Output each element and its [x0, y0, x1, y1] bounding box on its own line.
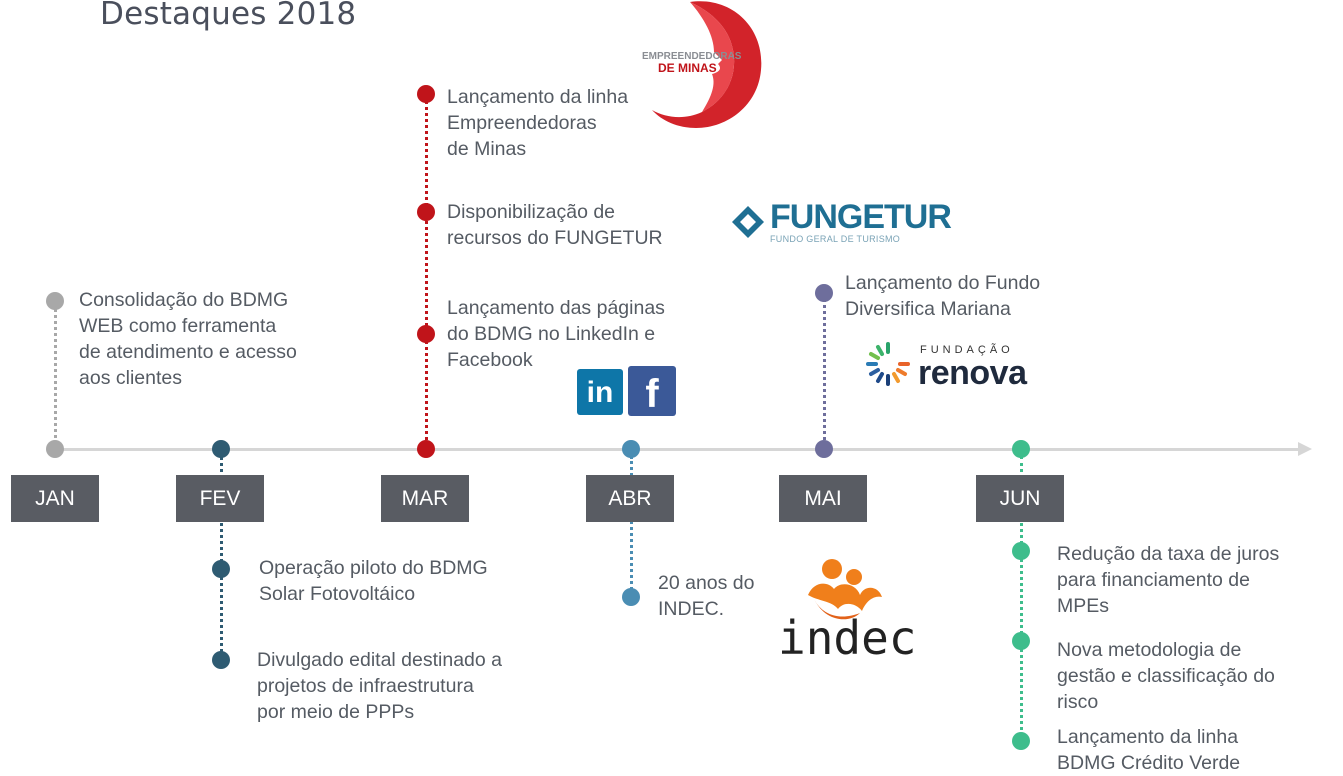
- month-jan: JAN: [11, 475, 99, 522]
- renova-logo: FUNDAÇÃO renova: [862, 338, 1042, 394]
- event-dot-fev-2: [212, 651, 230, 669]
- axis-dot-jun: [1012, 440, 1030, 458]
- event-dot-jun-2: [1012, 632, 1030, 650]
- axis-dot-fev: [212, 440, 230, 458]
- linkedin-icon: in: [577, 369, 623, 415]
- facebook-icon: f: [628, 366, 676, 416]
- empreendedoras-logo: EMPREENDEDORAS DE MINAS: [630, 0, 765, 130]
- timeline-arrow: [1298, 442, 1312, 456]
- event-dot-mar-1: [417, 85, 435, 103]
- indec-figures-icon: [808, 559, 882, 620]
- indec-logo: indec: [778, 555, 918, 675]
- axis-dot-mar: [417, 440, 435, 458]
- woman-profile-icon: [652, 1, 762, 129]
- connector-jun: [1020, 456, 1023, 742]
- event-dot-fev-1: [212, 560, 230, 578]
- event-dot-jan-1: [46, 292, 64, 310]
- fungetur-logo: FUNGETUR FUNDO GERAL DE TURISMO: [730, 198, 952, 250]
- diamond-icon: [732, 206, 764, 238]
- event-dot-abr-1: [622, 588, 640, 606]
- event-dot-mar-3: [417, 325, 435, 343]
- month-mar: MAR: [381, 475, 469, 522]
- event-dot-mai-1: [815, 284, 833, 302]
- event-dot-jun-3: [1012, 732, 1030, 750]
- timeline-axis: [54, 448, 1304, 451]
- connector-mar: [425, 95, 428, 446]
- renova-sunburst-icon: [866, 342, 910, 386]
- event-dot-jun-1: [1012, 542, 1030, 560]
- axis-dot-jan: [46, 440, 64, 458]
- axis-dot-mai: [815, 440, 833, 458]
- month-mai: MAI: [779, 475, 867, 522]
- connector-fev: [220, 456, 223, 660]
- month-abr: ABR: [586, 475, 674, 522]
- event-dot-mar-2: [417, 203, 435, 221]
- month-fev: FEV: [176, 475, 264, 522]
- axis-dot-abr: [622, 440, 640, 458]
- connector-abr: [630, 456, 633, 596]
- connector-jan: [54, 302, 57, 446]
- connector-mai: [823, 294, 826, 446]
- page-title: Destaques 2018: [100, 0, 357, 32]
- month-jun: JUN: [976, 475, 1064, 522]
